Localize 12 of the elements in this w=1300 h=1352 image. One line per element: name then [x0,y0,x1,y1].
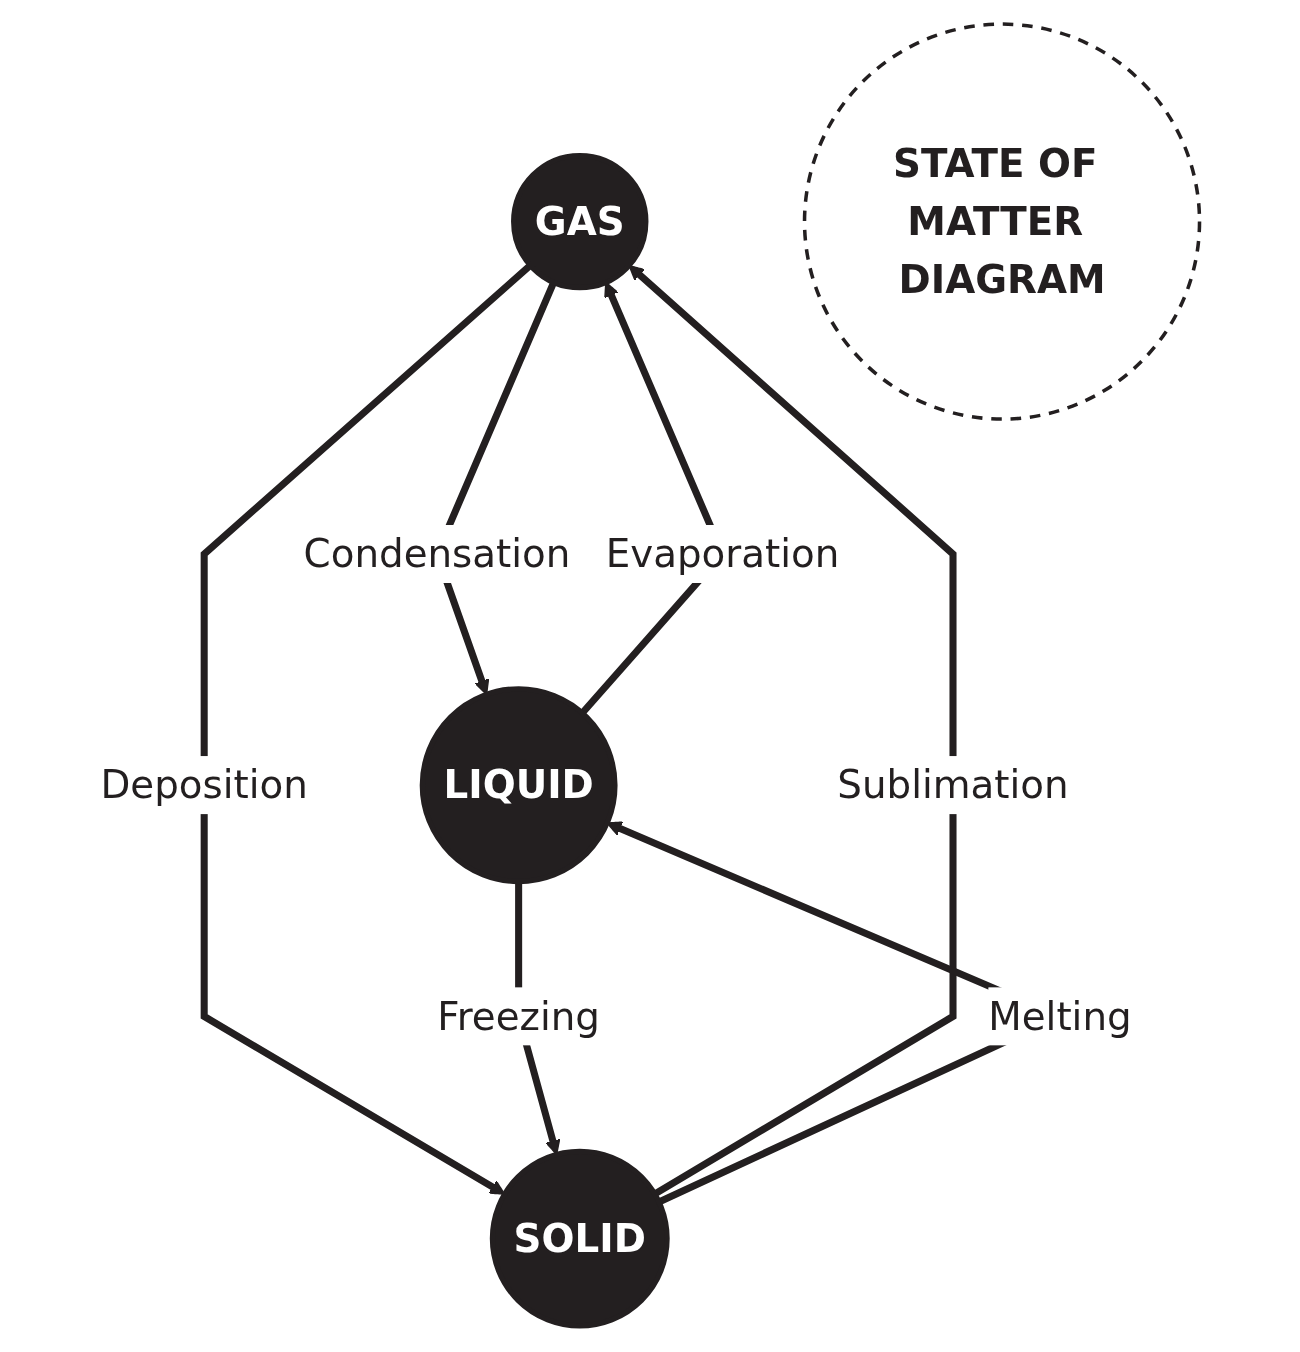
arrow [628,264,957,1197]
node-circle: GAS [511,152,649,291]
node-circle: LIQUID [419,686,618,885]
node-circle: SOLID [489,1148,670,1329]
arrow [200,262,533,1195]
node-circle: STATE OF MATTER DIAGRAM [802,22,1202,421]
edge-label: Sublimation [837,763,1069,808]
edge-label: Melting [988,994,1132,1039]
edge-label: Evaporation [605,531,840,577]
edge-label: Freezing [437,994,600,1039]
edge-label: Deposition [100,763,308,808]
edge-label: Condensation [303,531,571,577]
